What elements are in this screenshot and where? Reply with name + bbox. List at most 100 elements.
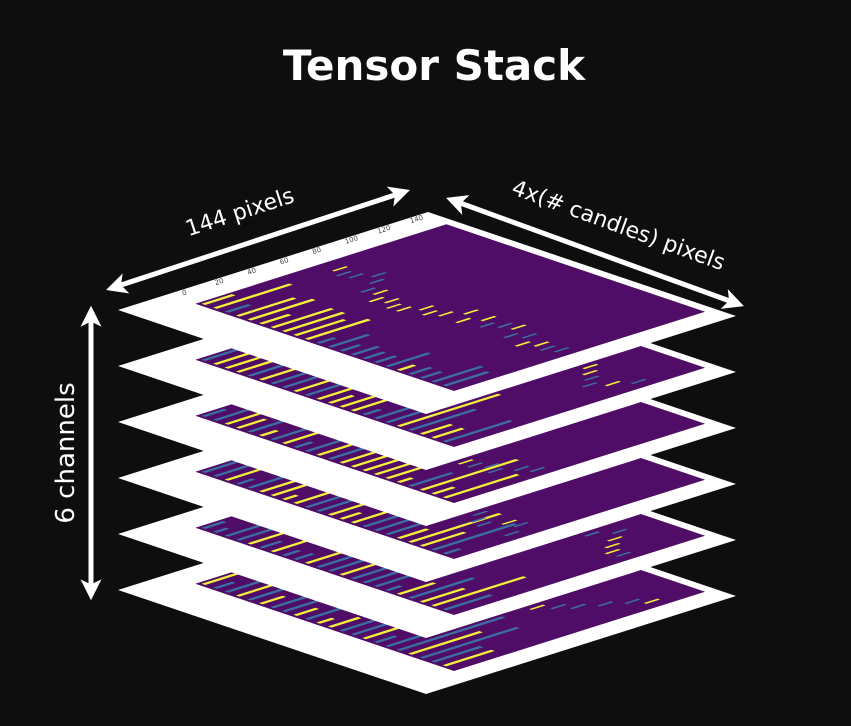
candle-mark: [611, 528, 628, 534]
candle-mark: [521, 333, 538, 339]
candle-mark: [395, 306, 413, 312]
histogram-bar: [201, 294, 236, 305]
candle-mark: [383, 298, 400, 304]
histogram-bar: [247, 532, 287, 545]
histogram-bar: [396, 616, 506, 651]
histogram-bar: [350, 397, 395, 412]
candle-mark: [480, 315, 497, 322]
histogram-bar: [316, 617, 336, 624]
candle-mark: [503, 530, 521, 537]
histogram-bar: [396, 477, 414, 483]
candle-mark: [624, 598, 641, 604]
histogram-bar: [235, 418, 268, 429]
candle-mark: [510, 324, 527, 330]
histogram-bar: [293, 319, 347, 336]
histogram-bar: [431, 427, 465, 439]
candle-mark: [514, 341, 531, 347]
histogram-bar: [442, 473, 520, 499]
histogram-bar: [431, 645, 484, 663]
candle-mark: [368, 296, 385, 303]
histogram-bar: [431, 523, 518, 551]
channels-label: 6 channels: [51, 382, 81, 523]
candle-mark: [583, 531, 601, 537]
histogram-bar: [270, 482, 313, 497]
candle-mark: [533, 341, 550, 347]
histogram-bar: [258, 313, 292, 325]
histogram-bar: [281, 375, 322, 389]
histogram-bar: [293, 607, 320, 616]
histogram-bar: [281, 549, 302, 557]
candle-mark: [469, 517, 487, 523]
histogram-bar: [419, 423, 454, 435]
histogram-bar: [385, 466, 426, 479]
candle-mark: [550, 604, 567, 610]
histogram-bar: [281, 494, 299, 501]
candle-mark: [437, 311, 454, 317]
candle-mark: [643, 598, 661, 604]
candle-mark: [615, 551, 632, 557]
histogram-bar: [339, 344, 363, 352]
candle-mark: [455, 317, 472, 324]
candle-mark: [582, 363, 599, 370]
axis-tick-label: 140: [409, 214, 424, 226]
candle-mark: [581, 382, 598, 388]
diagram-title: Tensor Stack: [283, 41, 586, 90]
histogram-bar: [235, 297, 297, 317]
histogram-bar: [258, 595, 287, 605]
histogram-bar: [442, 548, 462, 555]
histogram-bar: [431, 365, 484, 383]
histogram-bar: [304, 318, 372, 340]
candle-mark: [606, 536, 624, 542]
histogram-bar: [258, 429, 279, 437]
histogram-bar: [442, 371, 491, 387]
histogram-bar: [442, 420, 513, 443]
histogram-bar: [385, 585, 403, 591]
histogram-bar: [293, 441, 314, 448]
histogram-bar: [327, 616, 362, 628]
candle-mark: [501, 519, 518, 525]
histogram-bar: [327, 334, 371, 348]
histogram-bar: [396, 364, 417, 371]
width-arrow: [106, 186, 410, 294]
candle-mark: [457, 459, 474, 465]
histogram-bar: [201, 521, 227, 529]
histogram-bar: [270, 308, 335, 329]
histogram-bar: [431, 576, 527, 607]
histogram-bar: [213, 463, 257, 477]
histogram-bar: [362, 569, 408, 584]
histogram-bar: [396, 528, 430, 539]
candle-mark: [529, 604, 546, 610]
histogram-bar: [258, 540, 284, 549]
candle-mark: [513, 465, 530, 472]
candle-mark: [476, 521, 493, 527]
histogram-bar: [373, 517, 418, 532]
candle-mark: [466, 462, 484, 468]
histogram-bar: [327, 394, 355, 404]
candle-mark: [483, 463, 501, 469]
histogram-bar: [213, 408, 254, 421]
histogram-bar: [304, 439, 345, 452]
candle-mark: [502, 333, 520, 339]
histogram-bar: [419, 371, 444, 379]
candle-mark: [496, 322, 514, 328]
candle-mark: [583, 375, 600, 381]
candle-mark: [487, 468, 504, 474]
candle-mark: [418, 305, 435, 311]
candle-mark: [539, 345, 557, 351]
histogram-bar: [408, 577, 476, 599]
histogram-bar: [304, 605, 349, 620]
candle-mark: [604, 549, 621, 555]
histogram-bar: [362, 408, 383, 416]
histogram-bar: [419, 626, 520, 659]
histogram-bar: [316, 337, 337, 344]
candle-mark: [472, 510, 489, 516]
histogram-bar: [247, 298, 316, 321]
histogram-bar: [213, 527, 230, 533]
candle-mark: [597, 601, 614, 607]
candle-mark: [478, 322, 496, 328]
histogram-bar: [339, 512, 363, 520]
candle-mark: [421, 310, 439, 316]
histogram-bar: [396, 393, 502, 427]
histogram-bar: [213, 581, 236, 589]
candle-mark: [512, 522, 530, 528]
